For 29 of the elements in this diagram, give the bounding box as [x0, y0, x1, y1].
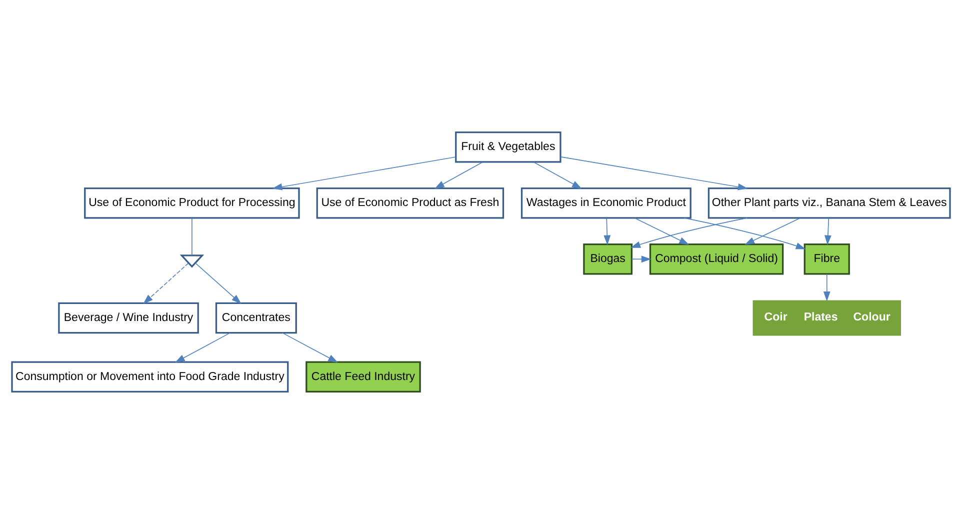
arrow — [604, 218, 611, 246]
arrow — [634, 218, 690, 245]
node-box: Consumption or Movement into Food Grade Industry — [11, 361, 289, 393]
node-box: Beverage / Wine Industry — [58, 302, 199, 334]
arrow — [533, 162, 582, 189]
node-box: Concentrates — [215, 302, 297, 334]
node-box: Fruit & Vegetables — [455, 131, 562, 163]
arrow — [194, 262, 242, 304]
arrow — [631, 256, 652, 263]
arrow — [434, 162, 484, 189]
node-valve — [180, 254, 204, 268]
arrow — [684, 218, 806, 250]
node-box: Use of Economic Product for Processing — [84, 187, 300, 219]
node-box: Wastages in Economic Product — [520, 187, 692, 219]
node-box: Fibre — [804, 243, 850, 275]
arrow — [174, 332, 231, 363]
node-box: Compost (Liquid / Solid) — [649, 243, 784, 275]
arrow — [824, 218, 832, 246]
node-box: Cattle Feed Industry — [306, 361, 421, 393]
node-box: Other Plant parts viz., Banana Stem & Leaves — [708, 187, 951, 219]
node-box: Use of Economic Product as Fresh — [316, 187, 504, 219]
arrow — [282, 332, 338, 363]
arrow — [823, 274, 830, 302]
arrow — [143, 262, 189, 304]
arrow — [744, 218, 800, 245]
arrow — [560, 156, 748, 190]
arrow — [272, 156, 456, 190]
arrow — [630, 218, 748, 248]
node-box: Biogas — [583, 243, 633, 275]
